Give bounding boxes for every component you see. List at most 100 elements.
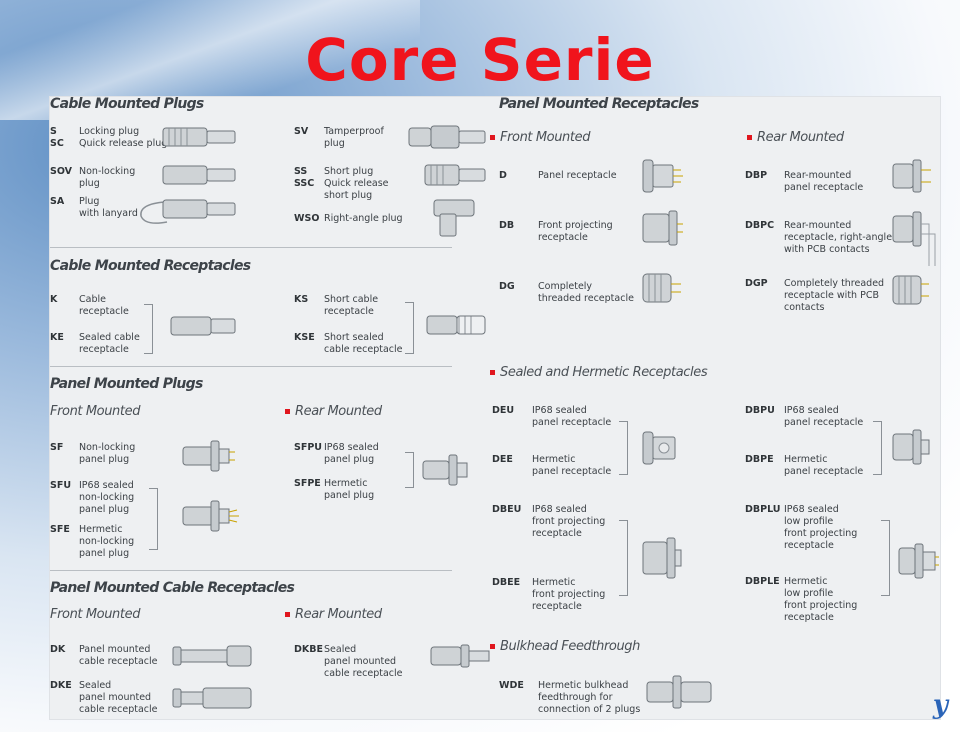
code-dbpu: DBPU xyxy=(745,405,775,416)
feedthrough-wde-image xyxy=(646,675,712,709)
page-title: Core Serie xyxy=(305,26,655,94)
bracket-dbplu xyxy=(881,520,890,596)
code-ks: KS xyxy=(294,294,309,305)
receptacle-k-image xyxy=(170,316,236,336)
code-dee: DEE xyxy=(492,454,513,465)
receptacle-d-image xyxy=(642,159,683,193)
code-db: DB xyxy=(499,220,515,231)
bracket-dbeu xyxy=(619,520,628,596)
divider-2 xyxy=(50,366,452,367)
plug-wso-image xyxy=(433,199,475,237)
code-sv: SV xyxy=(294,126,309,137)
subtitle-bulkhead: Bulkhead Feedthrough xyxy=(490,639,640,654)
receptacle-dbp-image xyxy=(892,159,931,193)
code-dbp: DBP xyxy=(745,170,768,181)
subtitle-front-mounted-receptacles: Front Mounted xyxy=(490,130,590,145)
code-d: D xyxy=(499,170,507,181)
code-dbplu: DBPLU xyxy=(745,504,781,515)
receptacle-dbpu-image xyxy=(892,429,930,465)
desc-d: Panel receptacle xyxy=(538,170,617,181)
code-sfu: SFU xyxy=(50,480,72,491)
section-title-cable-mounted-plugs: Cable Mounted Plugs xyxy=(50,96,204,112)
code-sov: SOV xyxy=(50,166,73,177)
receptacle-db-image xyxy=(642,210,683,246)
bracket-dbpu xyxy=(873,421,882,475)
code-sfpe: SFPE xyxy=(294,478,321,489)
code-dkbe: DKBE xyxy=(294,644,323,655)
section-title-cable-mounted-receptacles: Cable Mounted Receptacles xyxy=(50,258,251,274)
code-k: K xyxy=(50,294,58,305)
desc-wso: Right-angle plug xyxy=(324,213,403,224)
code-kse: KSE xyxy=(294,332,315,343)
subtitle-rear-mounted-cable: Rear Mounted xyxy=(285,607,382,622)
bullet-icon xyxy=(285,409,290,414)
divider-3 xyxy=(50,570,452,571)
subtitle-sealed-hermetic: Sealed and Hermetic Receptacles xyxy=(490,365,708,380)
plug-sa-image xyxy=(140,199,236,224)
code-dg: DG xyxy=(499,281,515,292)
code-dbpc: DBPC xyxy=(745,220,775,231)
receptacle-dk-image xyxy=(172,645,252,667)
section-title-panel-mounted-receptacles: Panel Mounted Receptacles xyxy=(499,96,699,112)
code-dgp: DGP xyxy=(745,278,768,289)
plug-ss-image xyxy=(424,164,486,186)
plug-sov-image xyxy=(162,165,236,185)
company-logo: y xyxy=(932,690,948,720)
code-wde: WDE xyxy=(499,680,524,691)
code-dbple: DBPLE xyxy=(745,576,780,587)
bullet-icon xyxy=(490,135,495,140)
receptacle-dbplu-image xyxy=(898,543,939,579)
code-dke: DKE xyxy=(50,680,72,691)
plug-s-image xyxy=(162,127,236,147)
receptacle-dbpc-image xyxy=(892,211,936,266)
code-dbeu: DBEU xyxy=(492,504,522,515)
code-dbee: DBEE xyxy=(492,577,521,588)
code-wso: WSO xyxy=(294,213,320,224)
bracket-ks xyxy=(405,302,414,354)
section-title-panel-mounted-cable-receptacles: Panel Mounted Cable Receptacles xyxy=(50,580,295,596)
divider-1 xyxy=(50,247,452,248)
bracket-k xyxy=(144,304,153,354)
plug-sv-image xyxy=(408,125,486,149)
receptacle-dgp-image xyxy=(892,275,929,305)
plug-sfe-image xyxy=(182,500,239,532)
bullet-icon xyxy=(490,370,495,375)
receptacle-dg-image xyxy=(642,273,681,303)
receptacle-dke-image xyxy=(172,687,252,709)
subtitle-rear-mounted-plugs: Rear Mounted xyxy=(285,404,382,419)
bullet-icon xyxy=(285,612,290,617)
subtitle-rear-mounted-receptacles: Rear Mounted xyxy=(747,130,844,145)
code-sfe: SFE xyxy=(50,524,70,535)
bracket-sfu xyxy=(149,488,158,550)
code-sf: SF xyxy=(50,442,64,453)
subtitle-front-mounted-plugs: Front Mounted xyxy=(50,404,141,419)
receptacle-dbeu-image xyxy=(642,537,682,579)
bullet-icon xyxy=(747,135,752,140)
code-deu: DEU xyxy=(492,405,515,416)
receptacle-dkbe-image xyxy=(430,644,490,668)
